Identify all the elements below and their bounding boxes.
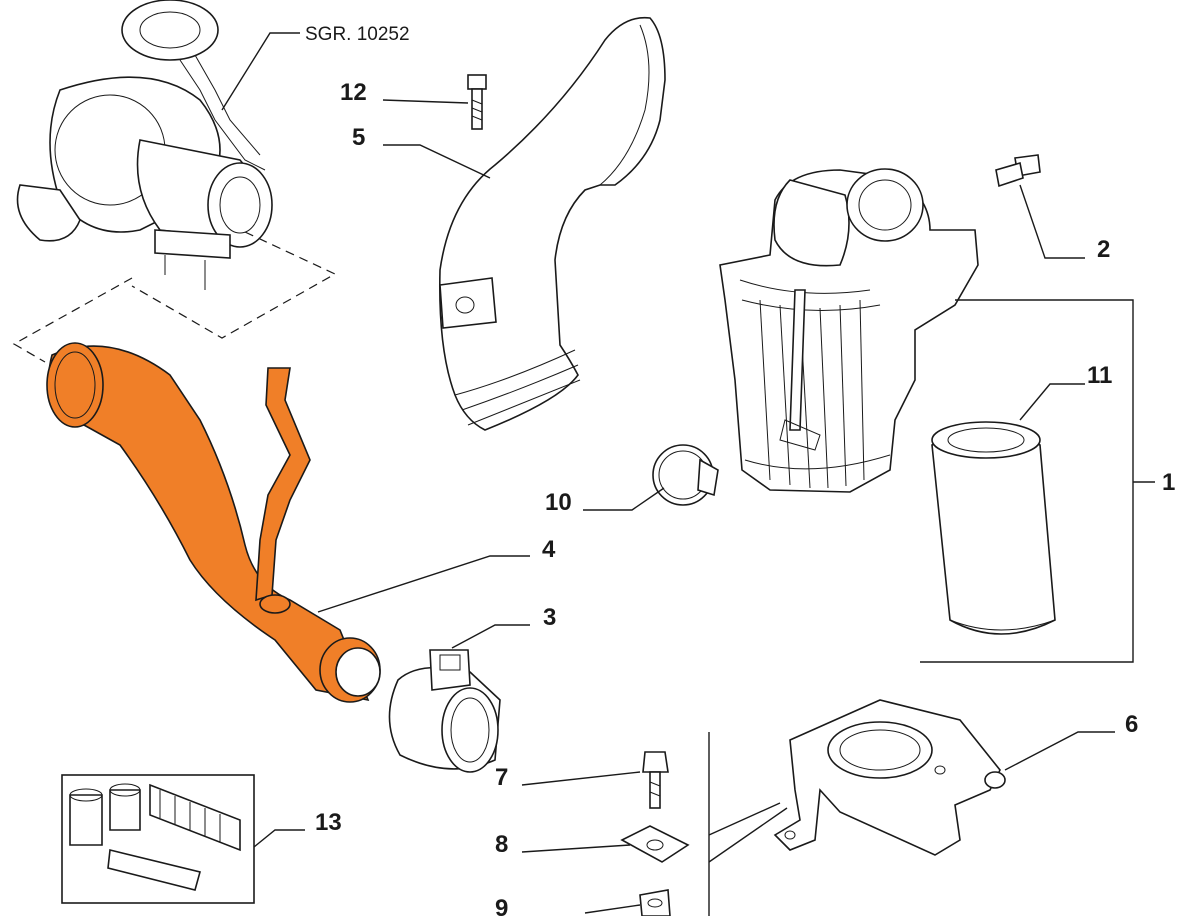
callout-2: 2 xyxy=(1097,236,1110,263)
callout-5: 5 xyxy=(352,124,365,151)
bolt-12 xyxy=(467,74,487,130)
hose-clamp xyxy=(652,444,719,506)
callout-12: 12 xyxy=(340,79,367,106)
mounting-bracket xyxy=(773,699,1006,856)
intake-hose-orange xyxy=(46,342,381,703)
callout-7: 7 xyxy=(495,764,508,791)
callout-4: 4 xyxy=(542,536,556,563)
dashed-connector xyxy=(12,231,337,363)
callout-10: 10 xyxy=(545,489,572,516)
clip-nut xyxy=(620,825,690,863)
filter-element xyxy=(931,421,1056,635)
air-mass-meter xyxy=(388,649,501,773)
bolt-7 xyxy=(642,751,669,809)
turbocharger xyxy=(16,0,273,290)
callout-1-bracket xyxy=(920,299,1134,663)
callout-13: 13 xyxy=(315,809,342,836)
callout-6: 6 xyxy=(1125,711,1138,738)
air-filter-housing xyxy=(719,168,979,493)
intake-duct xyxy=(438,16,666,431)
nut-9 xyxy=(639,889,671,916)
callout-1: 1 xyxy=(1162,469,1175,496)
callout-9: 9 xyxy=(495,895,508,916)
callout-11: 11 xyxy=(1087,362,1112,389)
callout-3: 3 xyxy=(543,604,556,631)
screw-2 xyxy=(995,154,1041,188)
callout-8: 8 xyxy=(495,831,508,858)
filter-kit xyxy=(61,774,255,904)
reference-label: SGR. 10252 xyxy=(305,24,410,45)
